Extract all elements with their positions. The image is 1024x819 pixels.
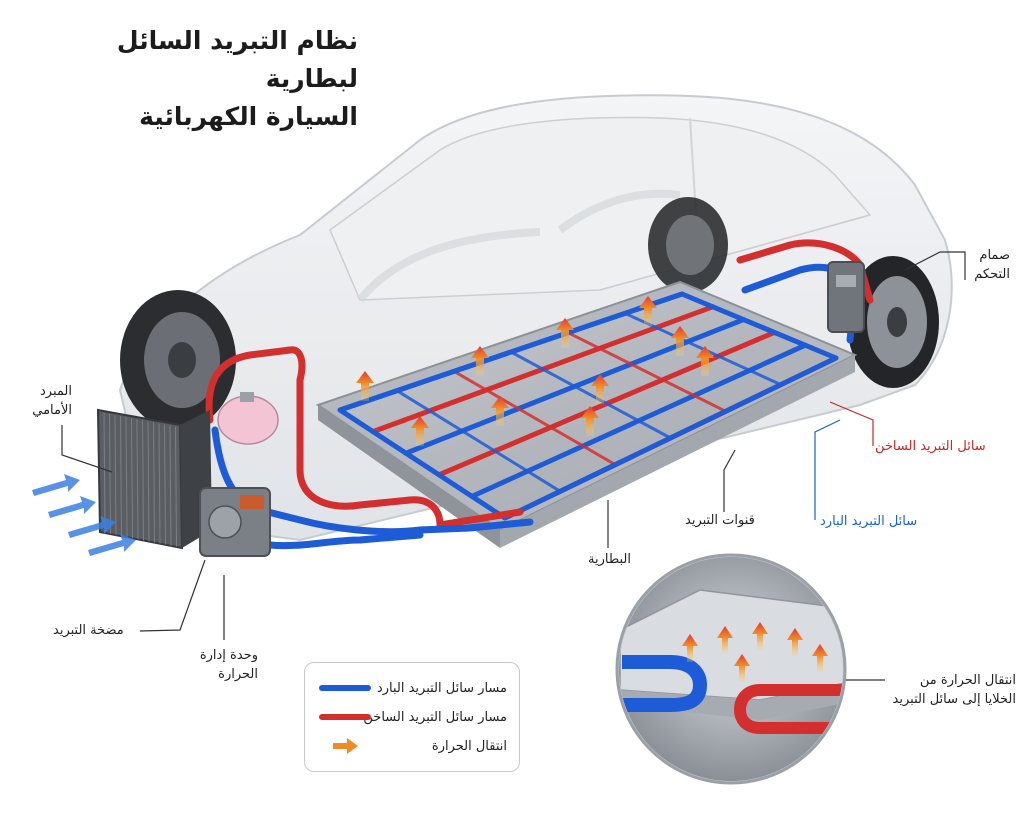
zoom-heat-arrow bbox=[787, 628, 803, 656]
label-front-radiator-line1: المبرد bbox=[40, 384, 72, 399]
label-control-valve: صمام التحكم bbox=[960, 246, 1010, 284]
zoom-heat-arrow bbox=[682, 634, 698, 662]
label-control-valve-line1: صمام bbox=[979, 248, 1010, 263]
air-arrow bbox=[48, 496, 96, 518]
heat-arrow bbox=[581, 406, 599, 436]
legend-hot-label: مسار سائل التبريد الساخن bbox=[363, 709, 507, 725]
heat-arrow bbox=[491, 396, 509, 426]
zoom-heat-arrow bbox=[717, 626, 733, 654]
label-cold-coolant: سائل التبريد البارد bbox=[820, 514, 918, 529]
heat-arrow bbox=[591, 374, 609, 404]
heat-transfer-detail bbox=[615, 553, 847, 785]
radiator-fin bbox=[120, 416, 122, 537]
heat-arrow bbox=[411, 416, 429, 446]
channel-cross-line bbox=[452, 369, 617, 467]
radiator-fin bbox=[125, 417, 128, 538]
air-arrow bbox=[68, 516, 116, 538]
rear-left-wheel bbox=[648, 197, 728, 293]
heat-arrow-icon bbox=[333, 738, 358, 754]
car-body bbox=[118, 94, 953, 542]
channel-cross-line bbox=[395, 389, 562, 493]
heat-arrows bbox=[356, 296, 714, 446]
front-wheel bbox=[120, 290, 236, 430]
heat-arrow bbox=[671, 326, 689, 356]
air-arrow bbox=[88, 534, 136, 556]
title-line-2: السيارة الكهربائية bbox=[139, 102, 358, 131]
radiator-fin bbox=[131, 418, 133, 539]
radiator-fin bbox=[142, 420, 144, 541]
label-cooling-channels: قنوات التبريد bbox=[685, 513, 755, 528]
radiator-fin bbox=[175, 426, 177, 547]
radiator-fin bbox=[153, 422, 155, 543]
legend-heat-label: انتقال الحرارة bbox=[431, 738, 507, 754]
legend: مسار سائل التبريد البارد مسار سائل التبر… bbox=[304, 662, 520, 772]
radiator-fin bbox=[109, 414, 111, 535]
page-title: نظام التبريد السائل لبطارية السيارة الكه… bbox=[28, 22, 358, 136]
label-battery: البطارية bbox=[588, 552, 631, 567]
channel-cross-line bbox=[566, 331, 728, 413]
label-front-radiator: المبرد الأمامي bbox=[20, 382, 72, 420]
legend-cold-swatch bbox=[319, 685, 371, 691]
label-control-valve-line2: التحكم bbox=[974, 267, 1010, 282]
radiator-fin bbox=[147, 421, 150, 542]
label-heat-transfer-line1: انتقال الحرارة من bbox=[919, 673, 1016, 688]
zoom-heat-arrow bbox=[734, 654, 750, 682]
radiator-fin bbox=[114, 415, 117, 536]
legend-hot-swatch bbox=[319, 714, 371, 720]
coolant-pump bbox=[199, 487, 271, 557]
legend-cold-path: مسار سائل التبريد البارد bbox=[319, 677, 507, 699]
label-coolant-pump: مضخة التبريد bbox=[53, 623, 124, 638]
zoom-heat-arrow bbox=[752, 622, 768, 650]
heat-arrow bbox=[639, 296, 657, 326]
label-front-radiator-line2: الأمامي bbox=[32, 403, 72, 418]
label-hot-coolant: سائل التبريد الساخن bbox=[875, 439, 986, 454]
heat-arrow bbox=[471, 346, 489, 376]
label-thermal-unit-line1: وحدة إدارة bbox=[199, 648, 258, 663]
radiator-fin bbox=[158, 423, 161, 544]
coolant-reservoir bbox=[217, 392, 279, 445]
radiator-fin bbox=[136, 419, 139, 540]
heat-arrow bbox=[696, 346, 714, 376]
title-line-1: نظام التبريد السائل لبطارية bbox=[116, 26, 358, 93]
label-heat-transfer: انتقال الحرارة من الخلايا إلى سائل التبر… bbox=[868, 671, 1016, 709]
heat-arrow bbox=[556, 318, 574, 348]
channel-cross-line bbox=[509, 350, 672, 440]
label-thermal-unit-line2: الحرارة bbox=[218, 667, 258, 682]
label-heat-transfer-line2: الخلايا إلى سائل التبريد bbox=[892, 692, 1016, 707]
radiator-fin bbox=[164, 424, 166, 545]
control-valve bbox=[827, 261, 865, 333]
front-radiator bbox=[96, 408, 212, 550]
zoom-heat-arrow bbox=[812, 644, 828, 672]
radiator-fin bbox=[169, 425, 172, 546]
legend-heat-transfer: انتقال الحرارة bbox=[319, 735, 507, 757]
heat-arrow bbox=[356, 371, 374, 401]
air-flow-arrows bbox=[32, 474, 136, 556]
legend-cold-label: مسار سائل التبريد البارد bbox=[376, 680, 507, 696]
radiator-fin bbox=[103, 412, 106, 534]
legend-hot-path: مسار سائل التبريد الساخن bbox=[319, 706, 507, 728]
label-thermal-unit: وحدة إدارة الحرارة bbox=[196, 646, 258, 684]
air-arrow bbox=[32, 474, 80, 496]
